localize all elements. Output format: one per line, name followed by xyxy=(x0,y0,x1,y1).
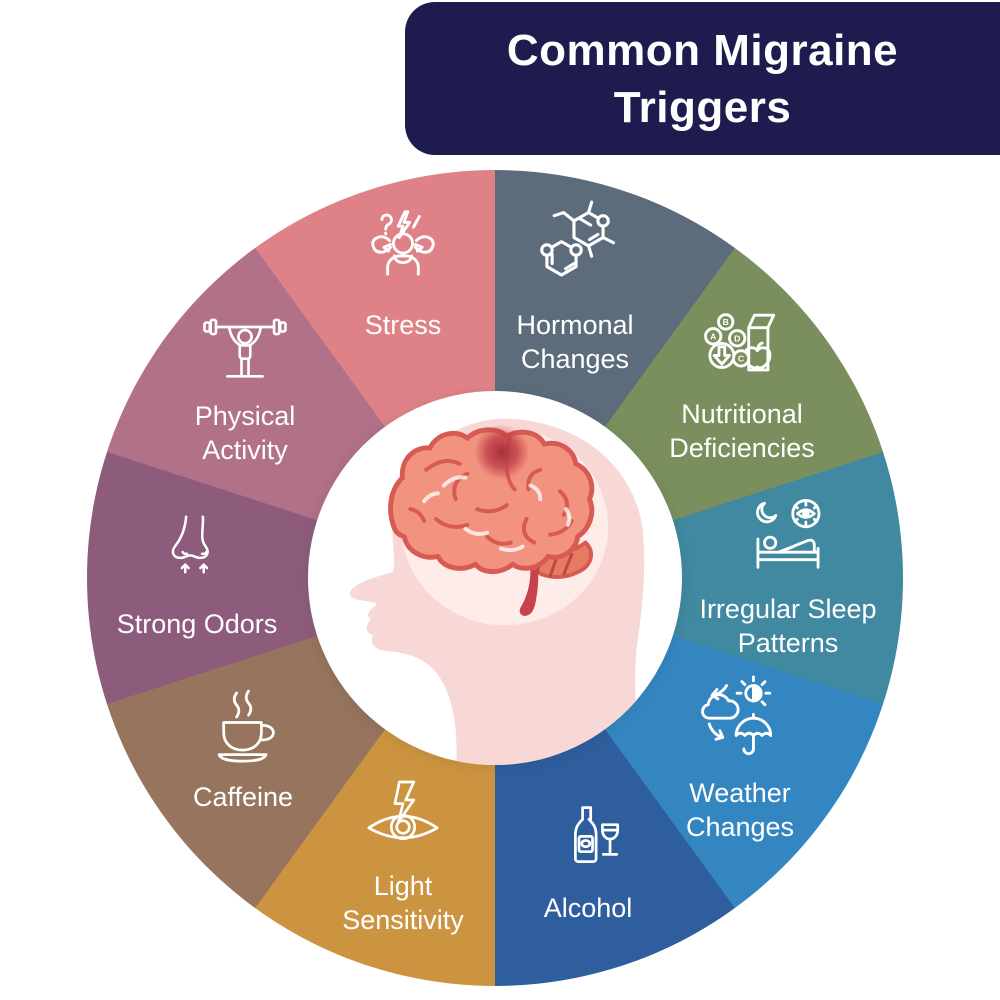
segment-label: Stress xyxy=(364,310,442,340)
center-circle xyxy=(308,391,682,765)
coffee-cup-icon xyxy=(197,682,289,774)
hormone-molecule-icon xyxy=(523,198,627,302)
segment-label: Nutritional Deficiencies xyxy=(669,399,815,463)
page-title: Common Migraine Triggers xyxy=(506,25,899,132)
segment-label: Physical Activity xyxy=(194,401,296,465)
eye-lightning-icon xyxy=(358,773,448,863)
segment-strong-odors: Strong Odors xyxy=(87,505,307,641)
brain xyxy=(388,424,595,616)
segment-physical-activity: Physical Activity xyxy=(170,305,320,467)
segment-label: Light Sensitivity xyxy=(342,871,464,935)
vitamins-food-icon: B A D C xyxy=(694,295,790,391)
weather-cycle-icon xyxy=(692,674,788,770)
title-banner: Common Migraine Triggers xyxy=(405,2,1000,155)
nose-inhale-icon xyxy=(155,505,239,589)
stressed-person-icon xyxy=(355,206,451,302)
sleep-bed-icon xyxy=(741,492,835,586)
svg-text:D: D xyxy=(734,334,740,344)
segment-light-sensitivity: Light Sensitivity xyxy=(323,773,483,937)
segment-nutritional-deficiencies: B A D C Nutritional Deficiencies xyxy=(647,295,837,465)
segment-hormonal-changes: Hormonal Changes xyxy=(485,198,665,376)
svg-text:B: B xyxy=(723,317,729,327)
segment-label: Hormonal Changes xyxy=(516,310,634,374)
weightlifter-icon xyxy=(201,305,289,393)
segment-stress: Stress xyxy=(328,206,478,342)
segment-label: Weather Changes xyxy=(685,778,795,842)
svg-text:A: A xyxy=(710,332,716,342)
segment-label: Caffeine xyxy=(192,782,294,812)
pain-spot xyxy=(474,424,530,480)
segment-alcohol: Alcohol xyxy=(503,795,673,925)
brain-illustration xyxy=(349,418,645,765)
segment-caffeine: Caffeine xyxy=(158,682,328,814)
segment-label: Alcohol xyxy=(543,893,633,923)
wine-bottle-glass-icon xyxy=(543,795,633,885)
svg-text:C: C xyxy=(738,354,744,364)
segment-irregular-sleep-patterns: Irregular Sleep Patterns xyxy=(668,492,908,660)
segment-weather-changes: Weather Changes xyxy=(655,674,825,844)
segment-label: Strong Odors xyxy=(116,609,278,639)
segment-label: Irregular Sleep Patterns xyxy=(699,594,877,658)
